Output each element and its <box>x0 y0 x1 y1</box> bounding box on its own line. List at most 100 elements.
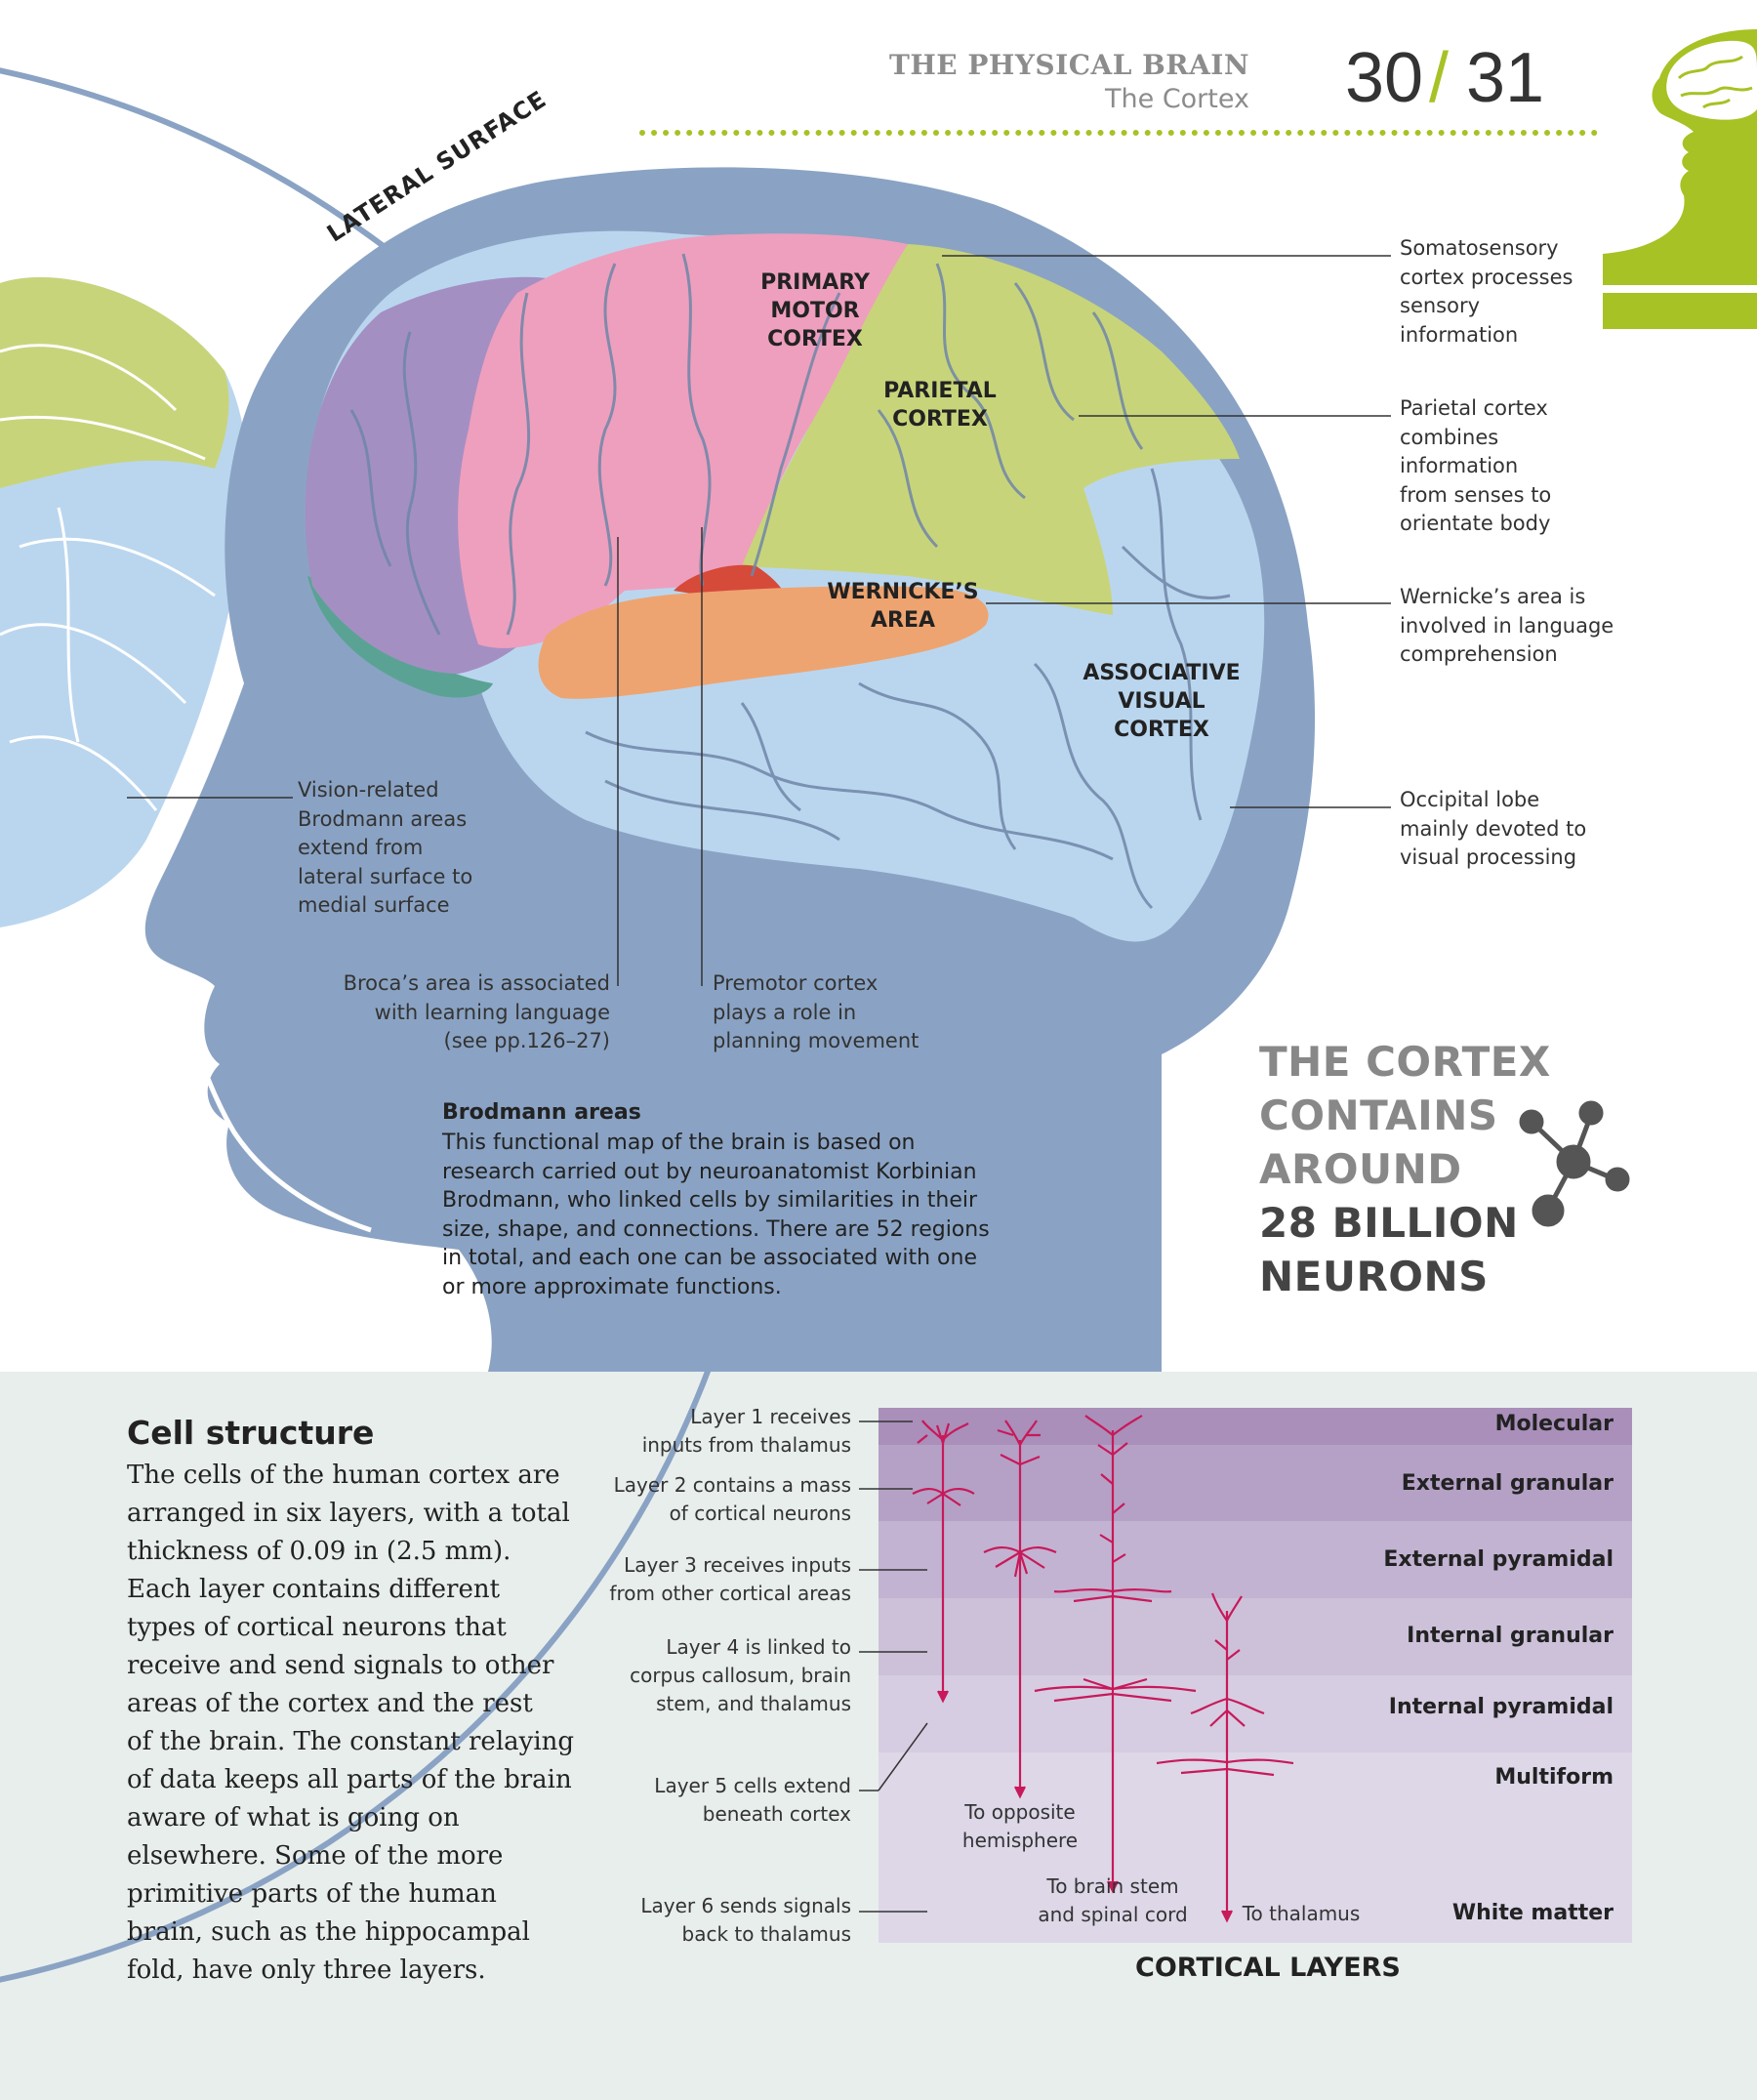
annotation-line: involved in language <box>1400 613 1614 638</box>
annotation-line: inputs from thalamus <box>641 1433 851 1457</box>
annotation-line: comprehension <box>1400 642 1558 666</box>
page-number-separator: / <box>1429 39 1450 117</box>
cortical-neurons <box>912 1415 1294 1923</box>
annotation-parietal: Parietal cortex combines information fro… <box>1400 394 1551 539</box>
annotation-line: planning movement <box>713 1029 919 1052</box>
annotation-line: information <box>1400 454 1519 477</box>
region-label-line: PARIETAL <box>883 379 997 403</box>
layer-annotation-5: Layer 5 cells extend beneath cortex <box>558 1772 851 1829</box>
layer-name-external-granular: External granular <box>1401 1471 1614 1496</box>
section-subtitle: The Cortex <box>1105 84 1249 114</box>
destination-line: and spinal cord <box>1038 1903 1188 1926</box>
inset-brain <box>0 277 248 927</box>
layer-name-multiform: Multiform <box>1494 1765 1614 1790</box>
region-wernicke <box>538 586 989 699</box>
destination-line: To brain stem <box>1046 1874 1179 1898</box>
callout-line: CONTAINS <box>1259 1091 1498 1139</box>
annotation-line: of cortical neurons <box>669 1502 851 1525</box>
brodmann-title: Brodmann areas <box>442 1100 641 1125</box>
page-number-right: 31 <box>1466 39 1545 117</box>
annotation-line: (see pp.126–27) <box>443 1029 610 1052</box>
annotation-somatosensory: Somatosensory cortex processes sensory i… <box>1400 234 1573 350</box>
section-title: THE PHYSICAL BRAIN <box>889 49 1249 81</box>
page-number-left: 30 <box>1345 39 1424 117</box>
annotation-line: stem, and thalamus <box>656 1692 851 1715</box>
brodmann-line: in total, and each one can be associated… <box>442 1246 977 1270</box>
neuron-count-callout: THE CORTEX CONTAINS AROUND 28 BILLION NE… <box>1259 1035 1551 1303</box>
annotation-line: corpus callosum, brain <box>630 1664 851 1687</box>
region-label-line: AREA <box>870 608 936 633</box>
body-line: types of cortical neurons that <box>127 1613 507 1642</box>
annotation-line: back to thalamus <box>681 1922 852 1946</box>
body-line: receive and send signals to other <box>127 1651 554 1680</box>
header-head-icon <box>1603 0 1757 329</box>
body-line: fold, have only three layers. <box>127 1956 486 1985</box>
annotation-line: cortex processes <box>1400 265 1573 289</box>
annotation-line: Premotor cortex <box>713 971 878 995</box>
annotation-line: from other cortical areas <box>609 1582 851 1605</box>
body-line: brain, such as the hippocampal <box>127 1917 530 1947</box>
annotation-line: lateral surface to <box>298 864 473 888</box>
annotation-premotor: Premotor cortex plays a role in planning… <box>713 969 919 1056</box>
annotation-line: Parietal cortex <box>1400 396 1548 420</box>
layer-name-white-matter: White matter <box>1451 1901 1614 1925</box>
annotation-line: from senses to <box>1400 482 1552 507</box>
layer-name-internal-pyramidal: Internal pyramidal <box>1388 1695 1614 1719</box>
body-line: elsewhere. Some of the more <box>127 1841 504 1871</box>
annotation-line: sensory <box>1400 294 1481 317</box>
layer-band <box>878 1675 1632 1752</box>
annotation-occipital: Occipital lobe mainly devoted to visual … <box>1400 786 1586 873</box>
destination-line: To thalamus <box>1242 1902 1361 1925</box>
annotation-vision: Vision-related Brodmann areas extend fro… <box>298 776 472 921</box>
pointer-lines <box>127 255 1391 986</box>
callout-line: THE CORTEX <box>1259 1038 1551 1086</box>
layer-name-molecular: Molecular <box>1494 1412 1614 1436</box>
molecule-icon <box>1519 1100 1630 1227</box>
annotation-line: extend from <box>298 836 424 859</box>
annotation-line: mainly devoted to <box>1400 816 1587 841</box>
destination-thalamus: To thalamus <box>1238 1900 1365 1928</box>
annotation-line: orientate body <box>1400 512 1551 535</box>
annotation-line: with learning language <box>374 1000 610 1024</box>
annotation-line: Layer 6 sends signals <box>640 1894 851 1917</box>
annotation-line: Vision-related <box>298 778 439 802</box>
brodmann-line: or more approximate functions. <box>442 1274 782 1299</box>
brodmann-line: This functional map of the brain is base… <box>442 1131 916 1155</box>
layer-band <box>878 1752 1632 1943</box>
annotation-line: combines <box>1400 425 1499 449</box>
layer-band <box>878 1521 1632 1598</box>
brain-lateral <box>305 230 1265 942</box>
callout-line: AROUND <box>1259 1145 1462 1193</box>
cell-structure-title: Cell structure <box>127 1414 375 1452</box>
brodmann-line: size, shape, and connections. There are … <box>442 1216 990 1242</box>
annotation-line: Somatosensory <box>1400 236 1559 260</box>
cortical-layer-bands <box>878 1408 1632 1943</box>
region-label-line: ASSOCIATIVE <box>1083 661 1241 685</box>
annotation-line: Brodmann areas <box>298 806 468 831</box>
layer-pointer-lines <box>859 1421 928 1913</box>
annotation-line: medial surface <box>298 893 450 917</box>
layer-annotation-6: Layer 6 sends signals back to thalamus <box>558 1892 851 1949</box>
body-line: areas of the cortex and the rest <box>127 1689 533 1718</box>
body-line: of data keeps all parts of the brain <box>127 1765 572 1794</box>
body-line: arranged in six layers, with a total <box>127 1499 570 1528</box>
region-motor <box>458 233 908 648</box>
body-line: primitive parts of the human <box>127 1879 497 1909</box>
annotation-line: Layer 3 receives inputs <box>624 1553 851 1577</box>
region-label-line: VISUAL <box>1118 689 1205 714</box>
destination-line: hemisphere <box>961 1829 1079 1852</box>
cell-structure-body: The cells of the human cortex are arrang… <box>127 1457 595 1990</box>
destination-opposite-hemisphere: To opposite hemisphere <box>937 1798 1103 1855</box>
header-dotted-rule <box>639 130 1598 136</box>
region-label-line: CORTEX <box>767 327 863 351</box>
destination-line: To opposite <box>964 1800 1076 1824</box>
layer-annotation-1: Layer 1 receives inputs from thalamus <box>558 1403 851 1460</box>
layer-annotation-2: Layer 2 contains a mass of cortical neur… <box>558 1471 851 1528</box>
annotation-line: Layer 1 receives <box>690 1405 851 1428</box>
body-line: The cells of the human cortex are <box>127 1461 560 1490</box>
region-label-motor: PRIMARY MOTOR CORTEX <box>737 268 893 353</box>
annotation-line: information <box>1400 322 1519 347</box>
annotation-line: plays a role in <box>713 1000 857 1024</box>
body-line: aware of what is going on <box>127 1803 460 1832</box>
